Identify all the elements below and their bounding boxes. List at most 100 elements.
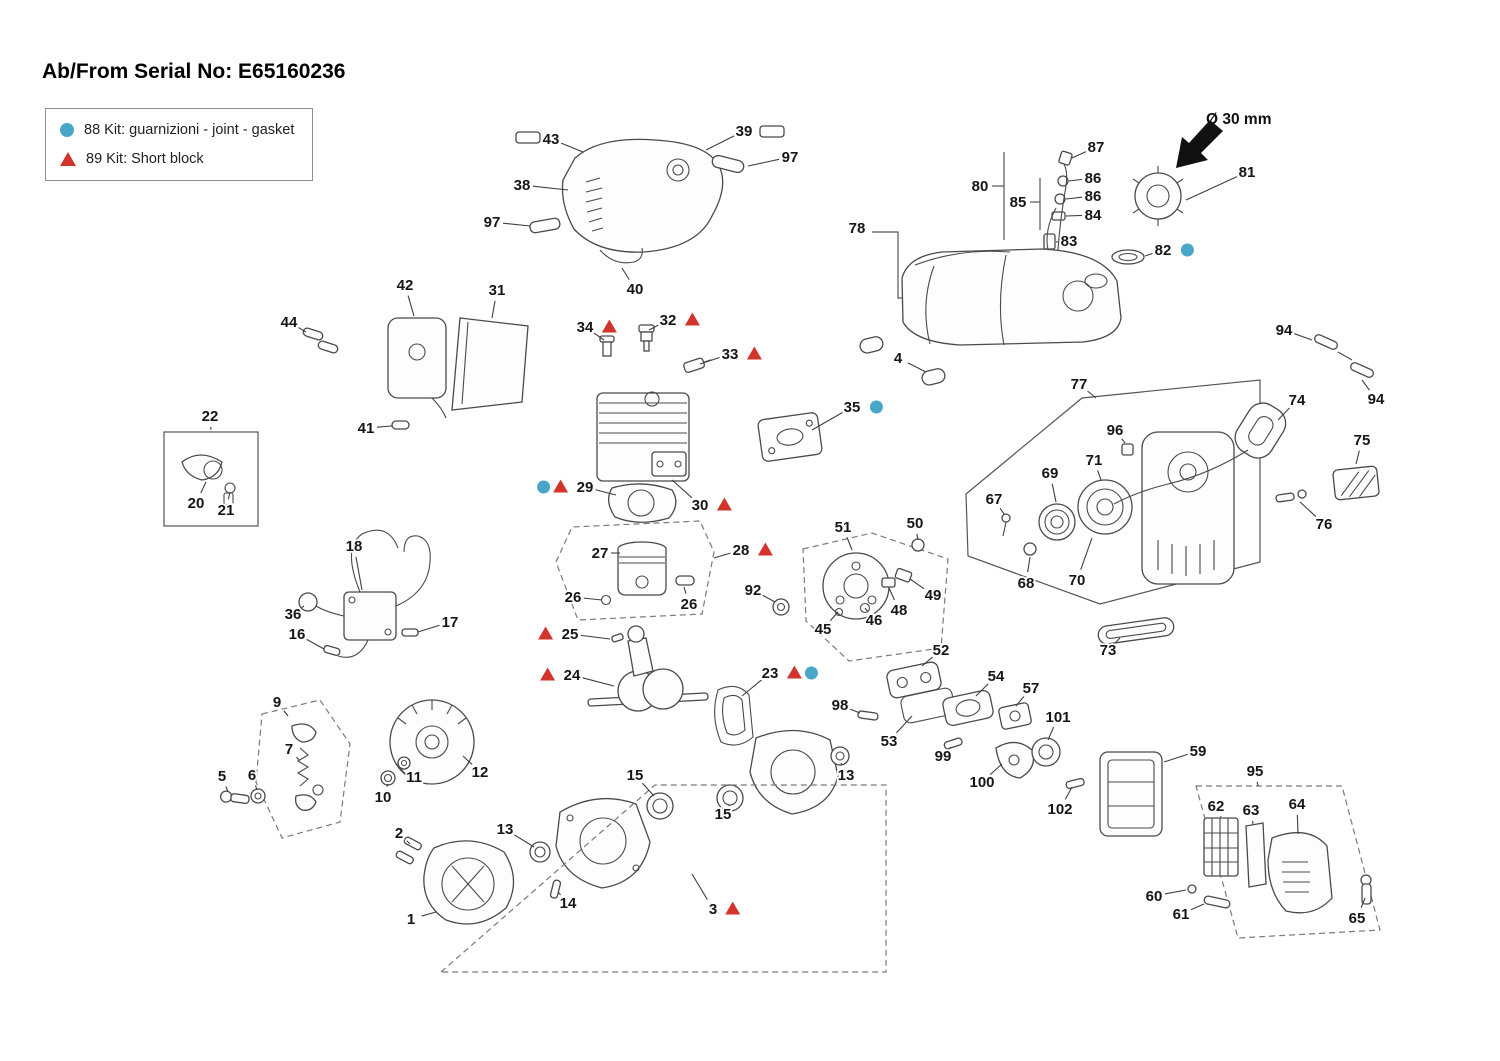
- diameter-note: Ø 30 mm: [1206, 111, 1272, 128]
- group-9-outline: [255, 699, 351, 839]
- part-label-33: 33: [699, 344, 762, 365]
- part-label-7: 7: [283, 739, 300, 761]
- svg-text:26: 26: [681, 596, 698, 613]
- screw-98-drawing: [857, 710, 879, 721]
- svg-text:77: 77: [1071, 376, 1088, 393]
- svg-text:73: 73: [1100, 642, 1117, 659]
- part-label-86: 86: [1068, 168, 1103, 189]
- part-label-4: 4: [892, 348, 927, 373]
- part-label-18: 18: [344, 536, 364, 591]
- svg-text:29: 29: [577, 479, 594, 496]
- screw-61-drawing: [1203, 895, 1231, 909]
- kit89-triangle-marker: [538, 626, 554, 640]
- gasket-35-drawing: [757, 412, 823, 462]
- part-label-71: 71: [1084, 450, 1104, 481]
- part-label-97: 97: [482, 212, 531, 233]
- part-label-15: 15: [625, 765, 655, 797]
- svg-text:31: 31: [489, 282, 506, 299]
- svg-text:92: 92: [745, 582, 762, 599]
- part-label-60: 60: [1144, 886, 1187, 907]
- svg-text:35: 35: [844, 399, 861, 416]
- svg-text:81: 81: [1239, 164, 1256, 181]
- part-label-70: 70: [1067, 537, 1093, 591]
- svg-text:15: 15: [715, 806, 732, 823]
- part-label-94: 94: [1274, 320, 1313, 341]
- bearing-92-drawing: [772, 598, 790, 616]
- part-label-25: 25: [538, 624, 611, 645]
- svg-text:11: 11: [406, 769, 422, 786]
- part-label-10: 10: [373, 783, 393, 808]
- kit89-triangle-icon: [60, 152, 76, 166]
- bearing-15-a-drawing: [646, 792, 674, 820]
- svg-text:44: 44: [281, 314, 298, 331]
- svg-text:13: 13: [497, 821, 514, 838]
- spacer-54-drawing: [942, 689, 994, 727]
- svg-text:39: 39: [736, 123, 753, 140]
- part-label-3: 3: [691, 873, 741, 920]
- part-label-26: 26: [679, 586, 699, 615]
- svg-text:26: 26: [565, 589, 582, 606]
- svg-text:48: 48: [891, 602, 908, 619]
- diagram-artwork: [163, 120, 1381, 973]
- svg-text:67: 67: [986, 491, 1003, 508]
- crankcase-left-drawing: [555, 797, 651, 889]
- part-label-59: 59: [1163, 741, 1208, 763]
- washer-6-drawing: [250, 788, 266, 804]
- gasket-23-drawing: [714, 685, 754, 746]
- group-95-outline: [1195, 785, 1381, 939]
- screws-94-drawing: [1314, 334, 1374, 378]
- cap-gasket-82-drawing: [1111, 249, 1145, 265]
- part-label-62: 62: [1206, 796, 1226, 818]
- part-label-2: 2: [393, 823, 411, 845]
- part-label-49: 49: [909, 578, 943, 606]
- svg-text:97: 97: [782, 149, 799, 166]
- seal-13-left-drawing: [529, 841, 551, 863]
- part-label-41: 41: [356, 418, 393, 439]
- svg-text:28: 28: [733, 542, 750, 559]
- part-label-61: 61: [1171, 903, 1205, 925]
- part-label-99: 99: [933, 746, 953, 767]
- part-label-101: 101: [1044, 707, 1072, 741]
- decal-75-drawing: [1332, 465, 1380, 501]
- part-label-11: 11: [404, 767, 423, 788]
- svg-text:63: 63: [1243, 802, 1260, 819]
- part-label-23: 23: [741, 663, 818, 697]
- svg-text:95: 95: [1247, 763, 1264, 780]
- item-39-drawing: [759, 125, 785, 138]
- part-label-35: 35: [811, 397, 883, 431]
- part-label-82: 82: [1144, 240, 1194, 261]
- part-label-96: 96: [1105, 420, 1126, 444]
- fuel-cap-81-drawing: [1132, 166, 1184, 226]
- svg-text:65: 65: [1349, 910, 1366, 927]
- nut-10-drawing: [380, 770, 396, 786]
- piston-27-drawing: [617, 541, 667, 596]
- part-label-40: 40: [621, 267, 645, 300]
- rope-rotor-71-drawing: [1077, 479, 1133, 535]
- starter-housing-drawing: [1141, 431, 1235, 585]
- svg-text:83: 83: [1061, 233, 1078, 250]
- svg-text:13: 13: [838, 767, 855, 784]
- part-label-16: 16: [287, 624, 325, 650]
- svg-text:20: 20: [188, 495, 205, 512]
- svg-text:100: 100: [969, 774, 994, 791]
- part-label-39: 39: [705, 121, 754, 151]
- svg-text:30: 30: [692, 497, 709, 514]
- bolt-2b-drawing: [395, 850, 414, 865]
- screws-44-drawing: [302, 327, 339, 354]
- part-label-42: 42: [395, 275, 415, 317]
- svg-text:101: 101: [1045, 709, 1070, 726]
- rewind-spring-69-drawing: [1038, 503, 1076, 541]
- part-label-6: 6: [246, 765, 258, 791]
- ignition-module-18-drawing: [298, 529, 431, 658]
- kit89-triangle-marker: [757, 542, 773, 556]
- part-label-100: 100: [968, 763, 1003, 793]
- part-label-69: 69: [1040, 463, 1060, 503]
- kit88-dot-icon: [60, 123, 74, 137]
- svg-text:57: 57: [1023, 680, 1040, 697]
- spring-7-drawing: [296, 747, 310, 787]
- svg-text:27: 27: [592, 545, 609, 562]
- clip-26-left-drawing: [600, 594, 612, 606]
